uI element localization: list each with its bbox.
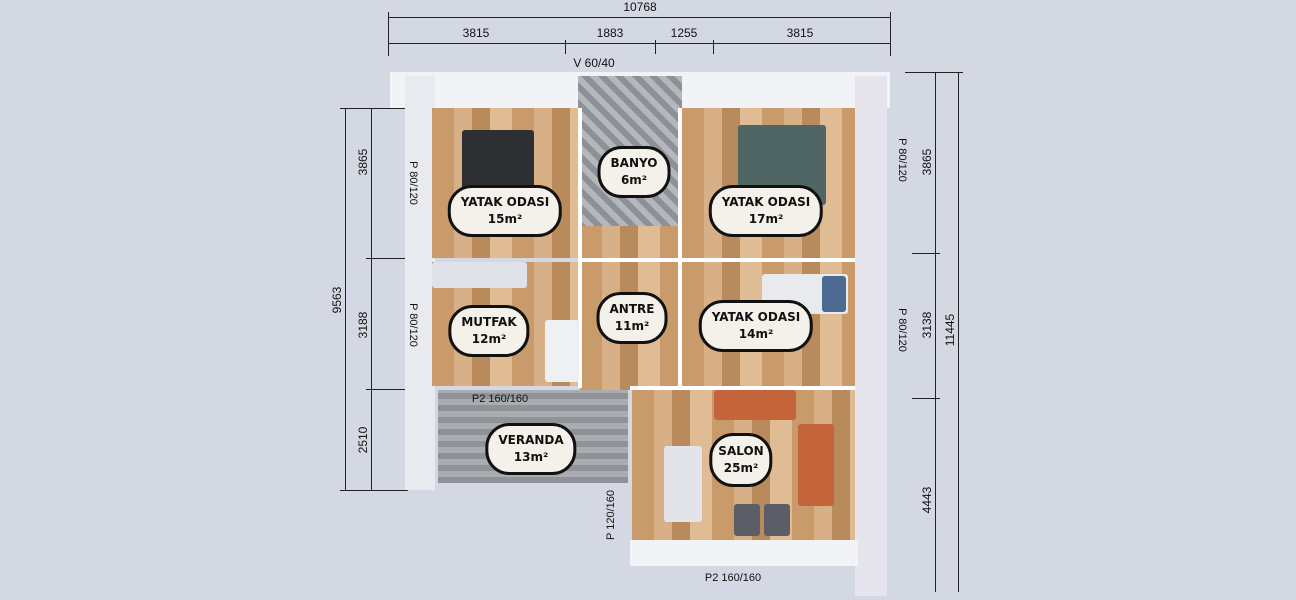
dim-line-left-total bbox=[345, 108, 346, 490]
wall-bottom bbox=[630, 540, 858, 566]
interior-wall bbox=[580, 258, 855, 262]
kitchen-island bbox=[545, 320, 579, 382]
dim-right-total: 11445 bbox=[943, 313, 957, 347]
dim-tick bbox=[565, 40, 566, 54]
dim-right-2: 3138 bbox=[920, 311, 934, 339]
dim-tick bbox=[340, 108, 408, 109]
dim-tick bbox=[366, 258, 408, 259]
label-salon-door: P2 160/160 bbox=[704, 572, 762, 584]
dim-left-2: 3188 bbox=[356, 311, 370, 339]
dim-top-1: 3815 bbox=[462, 26, 490, 40]
room-area: 17m² bbox=[748, 212, 784, 226]
room-area: 14m² bbox=[738, 327, 774, 341]
dim-tick bbox=[713, 40, 714, 54]
room-label-bathroom: BANYO 6m² bbox=[597, 146, 671, 198]
room-label-veranda: VERANDA 13m² bbox=[485, 423, 577, 475]
room-area: 15m² bbox=[487, 212, 523, 226]
dim-line-left-segments bbox=[371, 108, 372, 490]
bed-1 bbox=[462, 130, 534, 190]
interior-wall bbox=[578, 108, 582, 388]
dim-tick bbox=[905, 72, 963, 73]
label-side-window: P 120/160 bbox=[605, 490, 617, 540]
room-name: SALON bbox=[718, 444, 764, 458]
label-veranda-door: P2 160/160 bbox=[471, 393, 529, 405]
room-label-hall: ANTRE 11m² bbox=[596, 292, 668, 344]
dim-right-3: 4443 bbox=[920, 486, 934, 514]
label-right-window-2: P 80/120 bbox=[896, 308, 908, 352]
room-label-bedroom-3: YATAK ODASI 14m² bbox=[698, 300, 814, 352]
dim-tick bbox=[912, 253, 940, 254]
wall-right bbox=[855, 76, 887, 596]
dim-top-total: 10768 bbox=[623, 0, 657, 14]
room-name: VERANDA bbox=[498, 433, 564, 447]
dim-left-1: 3865 bbox=[356, 148, 370, 176]
dim-tick bbox=[890, 12, 891, 56]
dim-tick bbox=[655, 40, 656, 54]
dining-table bbox=[664, 446, 702, 522]
bed-3-blanket bbox=[822, 276, 846, 312]
dim-tick bbox=[388, 12, 389, 56]
room-area: 25m² bbox=[723, 461, 759, 475]
room-name: YATAK ODASI bbox=[460, 195, 550, 209]
dim-line-top-segments bbox=[388, 43, 890, 44]
room-label-kitchen: MUTFAK 12m² bbox=[448, 305, 530, 357]
room-name: BANYO bbox=[610, 156, 658, 170]
room-name: ANTRE bbox=[609, 302, 655, 316]
dim-left-3: 2510 bbox=[356, 426, 370, 454]
interior-wall bbox=[678, 108, 682, 388]
dim-tick bbox=[340, 490, 408, 491]
dim-tick bbox=[366, 389, 408, 390]
armchair bbox=[764, 504, 790, 536]
room-label-bedroom-2: YATAK ODASI 17m² bbox=[708, 185, 824, 237]
sofa bbox=[714, 390, 796, 420]
armchair bbox=[734, 504, 760, 536]
room-name: MUTFAK bbox=[461, 315, 517, 329]
dim-right-1: 3865 bbox=[920, 148, 934, 176]
dim-line-top-total bbox=[388, 17, 890, 18]
room-area: 12m² bbox=[471, 332, 507, 346]
room-label-bedroom-1: YATAK ODASI 15m² bbox=[447, 185, 563, 237]
kitchen-counter bbox=[432, 262, 527, 288]
dim-line-right-total bbox=[958, 72, 959, 592]
sofa-2 bbox=[798, 424, 834, 506]
label-bath-window: V 60/40 bbox=[573, 56, 615, 70]
label-right-window-1: P 80/120 bbox=[896, 138, 908, 182]
room-name: YATAK ODASI bbox=[721, 195, 811, 209]
dim-top-3: 1255 bbox=[670, 26, 698, 40]
room-name: YATAK ODASI bbox=[711, 310, 801, 324]
dim-top-2: 1883 bbox=[596, 26, 624, 40]
dim-top-4: 3815 bbox=[786, 26, 814, 40]
room-area: 6m² bbox=[620, 173, 648, 187]
room-area: 11m² bbox=[614, 319, 650, 333]
wall-left bbox=[405, 76, 435, 490]
room-area: 13m² bbox=[513, 450, 549, 464]
dim-tick bbox=[912, 398, 940, 399]
label-left-window-2: P 80/120 bbox=[407, 303, 419, 347]
interior-wall bbox=[630, 386, 855, 390]
dim-left-total: 9563 bbox=[330, 286, 344, 314]
dim-line-right-segments bbox=[935, 72, 936, 592]
room-label-living: SALON 25m² bbox=[709, 433, 773, 487]
label-left-window-1: P 80/120 bbox=[407, 161, 419, 205]
